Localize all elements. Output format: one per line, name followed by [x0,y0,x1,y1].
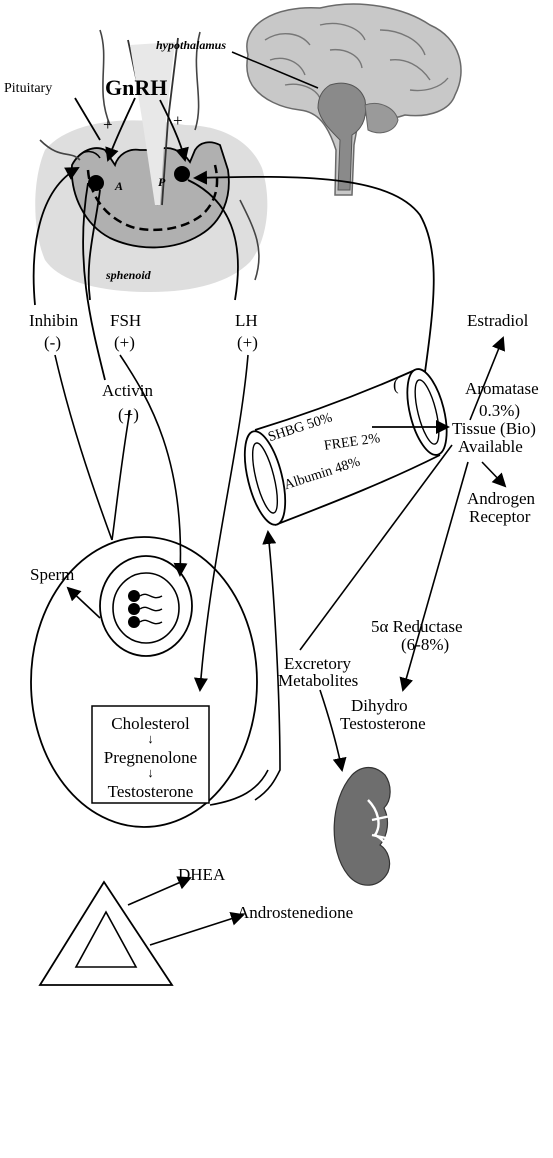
aromatase-pct: 0.3%) [479,402,520,420]
fsh-sign: (+) [114,334,135,352]
lh-sign: (+) [237,334,258,352]
available-label: Available [458,438,523,456]
androstenedione-label: Androstenedione [237,904,353,922]
brain-illustration [247,4,461,195]
receptor-label: Receptor [469,508,530,526]
dhea-label: DHEA [178,866,225,884]
testis-to-vessel [210,770,268,805]
dhea-to-vessel [233,825,281,868]
brainstem [318,83,366,190]
testosterone-label: Testosterone [92,783,209,801]
inhibin-sign: (-) [44,334,61,352]
activin-label: Activin [102,382,153,400]
plus-right-label: + [173,112,183,130]
sperm-head-1 [128,590,140,602]
posterior-label: P [158,173,165,191]
sperm-tails [140,594,162,623]
sphenoid-label: sphenoid [106,266,151,284]
aromatase-label: Aromatase [465,380,539,398]
activin-sign: (+) [118,406,139,424]
sperm-arrow [68,588,100,618]
androgen-label: Androgen [467,490,535,508]
excretory-to-kidney [320,690,342,770]
anterior-label: A [115,177,123,195]
pituitary-label: Pituitary [4,80,52,98]
pituitary-illustration [35,30,267,292]
lh-line [200,355,248,690]
step-arrow-1: ↓ [92,732,209,746]
testosterone-to-vessel [255,532,280,800]
androstenedione-arrow [150,915,243,945]
reductase-arrow [403,462,468,690]
dht-testosterone-label: Testosterone [340,715,426,733]
metabolites-label: Metabolites [278,672,358,690]
estradiol-label: Estradiol [467,312,528,330]
gnrh-label: GnRH [105,79,167,97]
kidney-illustration [334,768,395,886]
step-arrow-2: ↓ [92,766,209,780]
reductase-pct: (6-8%) [401,636,449,654]
testis-signals [55,355,248,690]
sperm-head-2 [128,603,140,615]
sperm-label: Sperm [30,566,74,584]
hypothalamus-label: hypothalamus [156,36,226,54]
vessel-paren: ( [393,376,399,394]
kidney-shape [334,768,390,886]
tissue-label: Tissue (Bio) [452,420,536,438]
lh-label: LH [235,312,258,330]
receptor-arrow [482,462,505,486]
sperm-head-3 [128,616,140,628]
fsh-label: FSH [110,312,141,330]
reductase-label: 5α Reductase [371,618,463,636]
dihydro-label: Dihydro [351,697,408,715]
activin-line [112,410,130,540]
plus-left-label: + [103,116,113,134]
inhibin-label: Inhibin [29,312,78,330]
posterior-cell [174,166,190,182]
anterior-cell [88,175,104,191]
